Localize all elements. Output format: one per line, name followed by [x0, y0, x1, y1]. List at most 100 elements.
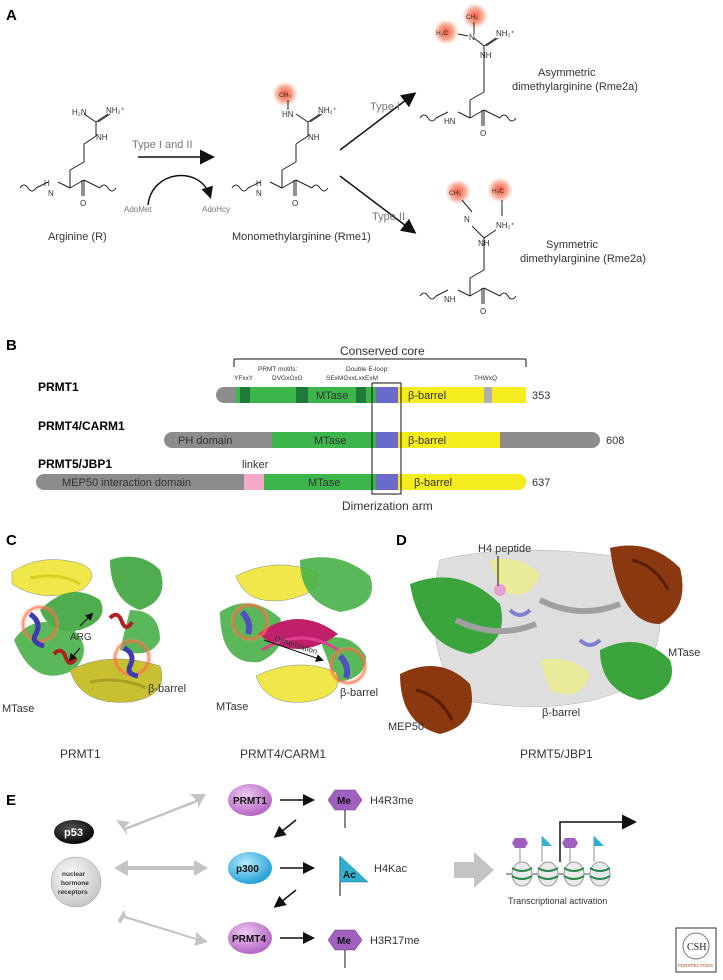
prmt1-arg-arrow-1	[79, 612, 94, 627]
p300-node	[228, 852, 272, 884]
h4r3me-label: H4R3me	[370, 795, 413, 807]
sym-label-1: Symmetric	[546, 239, 598, 251]
arg-nh: H	[44, 179, 50, 188]
type-2-label: Type II	[372, 211, 405, 223]
asym-nh: NH	[480, 51, 492, 60]
nhr-line1: nuclear	[62, 871, 86, 878]
asym-methyl-glow-1	[433, 19, 459, 45]
type-1-and-2-label: Type I and II	[132, 139, 193, 151]
prmt4-helix-blue-2	[337, 653, 351, 679]
sym-dimethylarginine-structure	[419, 199, 517, 304]
mono-n: N	[256, 189, 262, 198]
asym-hn-back: HN	[444, 117, 456, 126]
sym-label-2: dimethylarginine (Rme2a)	[520, 253, 646, 265]
prmt4-structure-title: PRMT4/CARM1	[240, 747, 326, 761]
prmt1-helix-blue-1	[28, 611, 45, 649]
type-1-arrow	[339, 92, 417, 151]
dimerization-arm-box	[371, 382, 402, 495]
prmt5-mep50-domain: MEP50 interaction domain	[62, 477, 191, 489]
sym-ch3: CH₃	[449, 190, 461, 197]
prmt5-domain-bar	[36, 474, 526, 490]
prmt1-barrel-label: β-barrel	[148, 683, 186, 695]
prmt5-structure-title: PRMT5/JBP1	[520, 747, 593, 761]
asym-dimethylarginine-structure	[419, 22, 517, 126]
prmt1-helix-red-1	[52, 648, 78, 665]
asym-methyl-glow-2	[462, 3, 488, 29]
prmt1-helix-red-2	[108, 612, 134, 629]
sym-h3c: H₃C	[492, 188, 504, 195]
asym-ch3: CH₃	[466, 14, 478, 21]
ac-label: Ac	[343, 870, 356, 881]
sym-o: O	[480, 307, 486, 316]
asym-o: O	[480, 129, 486, 138]
mono-hn: HN	[282, 110, 294, 119]
prmt1-mtase-label: MTase	[2, 703, 34, 715]
nuclear-receptors-node	[50, 856, 102, 908]
prmt-motifs-label: PRMT motifs:	[258, 366, 297, 373]
mep50-label: MEP50	[388, 721, 424, 733]
p300-node-label: p300	[236, 864, 259, 875]
panel-b-letter: B	[6, 337, 17, 354]
prmt4-node-label: PRMT4	[232, 934, 266, 945]
interaction-arrows	[114, 794, 208, 946]
prmt4-mtase-label: MTase	[216, 701, 248, 713]
arg-h2n: H₂N	[72, 108, 87, 117]
prmt4-domain-bar	[164, 432, 600, 448]
motif-2: DVGxGxG	[272, 375, 303, 382]
motif-3: SExMGxxLxxExM	[326, 375, 378, 382]
p53-node	[54, 820, 94, 844]
mono-ch3: CH₃	[279, 92, 291, 99]
asym-n: N	[469, 33, 475, 42]
me-label-1: Me	[337, 796, 351, 807]
nhr-line3: receptors	[58, 889, 88, 896]
prmt1-name: PRMT1	[38, 380, 79, 394]
mono-h: H	[256, 179, 262, 188]
motif-4: THWxQ	[474, 375, 497, 382]
panel-e-letter: E	[6, 792, 16, 809]
prmt5-barrel-label: β-barrel	[542, 707, 580, 719]
prmt1-to-p300-arrow	[273, 819, 297, 838]
prmt1-arg-label: ARG	[70, 632, 92, 643]
asym-h3c: H₃C	[436, 30, 448, 37]
prmt1-helix-blue-2	[122, 645, 139, 679]
transcription-label: Transcriptional activation	[508, 896, 607, 906]
mono-o: O	[292, 199, 298, 208]
conserved-core-bracket	[233, 358, 527, 367]
prmt1-barrel: β-barrel	[408, 390, 446, 402]
me-hexagon-2	[327, 929, 363, 968]
nucleosome-array	[506, 836, 611, 887]
motif-1: YFxxY	[234, 375, 254, 382]
h4-peptide-label: H4 peptide	[478, 543, 531, 555]
sym-methyl-glow-2	[487, 177, 513, 203]
h3r17me-label: H3R17me	[370, 935, 420, 947]
arg-n: N	[48, 189, 54, 198]
prmt4-dimerization-arrow	[263, 639, 324, 662]
activation-arrow	[454, 852, 494, 888]
panel-c-letter: C	[6, 532, 17, 549]
monomethyl-label: Monomethylarginine (Rme1)	[232, 231, 371, 243]
transcription-start-arrow	[559, 814, 637, 862]
prmt5-length: 637	[532, 477, 550, 489]
prmt4-node	[228, 922, 272, 954]
sym-methyl-glow-1	[445, 179, 471, 205]
prmt4-ph-domain: PH domain	[178, 435, 232, 447]
prmt4-name: PRMT4/CARM1	[38, 419, 125, 433]
p53-label: p53	[64, 827, 83, 839]
adomet-curve-arrow	[147, 174, 213, 206]
sym-nh2plus: NH₂⁺	[496, 221, 515, 230]
prmt4-length: 608	[606, 435, 624, 447]
arginine-structure	[19, 113, 117, 196]
prmt1-mtase: MTase	[316, 390, 348, 402]
dimerization-arm-label: Dimerization arm	[342, 499, 433, 513]
me-label-2: Me	[337, 936, 351, 947]
adohcy-label: AdoHcy	[202, 205, 230, 214]
arg-nh2plus: NH₂⁺	[106, 106, 125, 115]
monomethylarginine-structure	[231, 100, 329, 196]
me-hexagon-1	[327, 789, 363, 828]
prmt1-length: 353	[532, 390, 550, 402]
asym-label-1: Asymmetric	[538, 67, 596, 79]
mono-methyl-glow	[272, 81, 298, 107]
prmt1-arg-arrow-2	[68, 647, 81, 662]
csh-perspectives-logo	[675, 927, 717, 973]
